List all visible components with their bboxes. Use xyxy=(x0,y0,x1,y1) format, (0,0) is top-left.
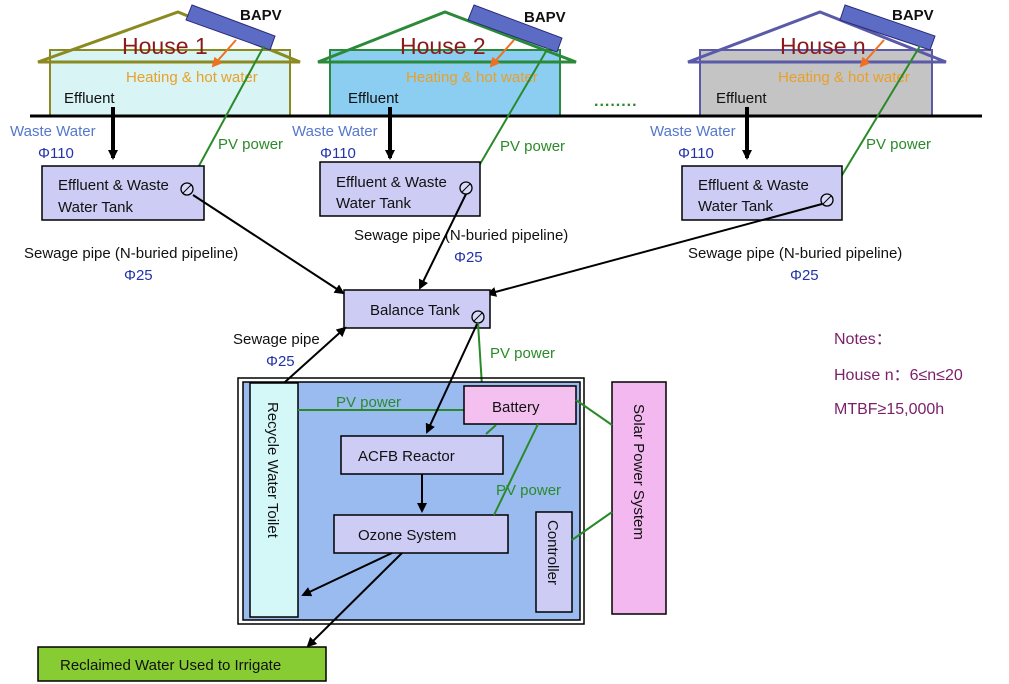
solar-controller-link xyxy=(571,511,613,541)
house-n-pipe-diameter: Φ110 xyxy=(678,145,714,162)
controller-label: Controller xyxy=(544,520,561,585)
recycle-sewage-pipe-label: Sewage pipe xyxy=(233,331,320,348)
house-1-pv-label: PV power xyxy=(218,136,283,153)
battery-ozone-pv-line xyxy=(493,423,539,516)
house-1-pipe-diameter: Φ110 xyxy=(38,145,74,162)
solar-battery-link xyxy=(575,399,613,426)
toilet-pv-label: PV power xyxy=(336,394,401,411)
house-2-pv-label: PV power xyxy=(500,138,565,155)
house-1-tank-line1: Effluent & Waste xyxy=(58,177,169,194)
battery-label: Battery xyxy=(492,399,540,416)
house-1-waste-water-label: Waste Water xyxy=(10,123,96,140)
house-1-tank: Effluent & Waste Water Tank xyxy=(41,165,205,221)
house-1-tank-line2: Water Tank xyxy=(58,199,134,216)
house-2-effluent-label: Effluent xyxy=(348,90,399,107)
house-1-pv-line xyxy=(186,45,265,189)
solar-power-system-label: Solar Power System xyxy=(630,404,647,540)
house-n-bapv-label: BAPV xyxy=(892,7,934,24)
house-1: BAPV House 1 Heating & hot water Effluen… xyxy=(37,4,301,117)
house-n-roof xyxy=(687,10,947,64)
house-1-bapv-label: BAPV xyxy=(240,7,282,24)
sewage-pipe-3-diameter: Φ25 xyxy=(790,267,819,284)
ozone-system-box xyxy=(333,514,509,554)
house-2-heating-label: Heating & hot water xyxy=(406,69,538,86)
recycle-sewage-pipe-diameter: Φ25 xyxy=(266,353,295,370)
house-n-effluent-label: Effluent xyxy=(716,90,767,107)
house-n-pv-label: PV power xyxy=(866,136,931,153)
house-n-heat-arrow xyxy=(859,39,885,68)
house-2-tank-line2: Water Tank xyxy=(336,195,412,212)
ozone-to-irrigation-arrow xyxy=(306,552,403,648)
reclaimed-water-label: Reclaimed Water Used to Irrigate xyxy=(60,657,281,674)
sewage-pipe-3-arrow xyxy=(486,203,823,297)
sewage-pipe-1-arrow xyxy=(192,194,345,295)
house-ellipsis: ........ xyxy=(594,93,638,110)
house-2-waste-water-label: Waste Water xyxy=(292,123,378,140)
house-n-title: House n xyxy=(780,33,866,59)
house-2-roof xyxy=(317,10,577,64)
balance-tank: Balance Tank xyxy=(343,289,491,329)
house-2-tank-line1: Effluent & Waste xyxy=(336,174,447,191)
recycle-water-toilet-box xyxy=(249,382,299,618)
ozone-to-toilet-arrow xyxy=(301,552,393,597)
house-1-title: House 1 xyxy=(122,33,208,59)
house-1-effluent-label: Effluent xyxy=(64,90,115,107)
sewage-pipe-1-label: Sewage pipe (N-buried pipeline) xyxy=(24,245,238,262)
acfb-reactor-label: ACFB Reactor xyxy=(358,448,455,465)
sewage-pipe-2-label: Sewage pipe (N-buried pipeline) xyxy=(354,227,568,244)
house-n: BAPV House n Heating & hot water Effluen… xyxy=(687,4,947,117)
notes-title: Notes： xyxy=(834,331,892,348)
house-1-solar-panel xyxy=(185,4,276,51)
solar-power-system-box xyxy=(611,381,667,615)
house-2-title: House 2 xyxy=(400,33,486,59)
recycle-water-toilet-label: Recycle Water Toilet xyxy=(264,402,281,539)
house-n-tank-line1: Effluent & Waste xyxy=(698,177,809,194)
house-2: BAPV House 2 Heating & hot water Effluen… xyxy=(317,4,577,117)
balance-pv-line xyxy=(477,322,483,387)
balance-tank-label: Balance Tank xyxy=(370,302,460,319)
system-outer-frame xyxy=(237,377,585,625)
notes-house-range: House n：6≤n≤20 xyxy=(834,367,963,384)
recycle-sewage-pipe-arrow xyxy=(284,326,347,383)
balance-to-acfb-arrow xyxy=(425,323,478,434)
house-2-pipe-diameter: Φ110 xyxy=(320,145,356,162)
battery-box xyxy=(463,385,577,425)
house-2-tank: Effluent & Waste Water Tank xyxy=(319,161,481,217)
house-n-waste-water-label: Waste Water xyxy=(650,123,736,140)
house-2-solar-panel xyxy=(467,4,563,53)
sewage-pipe-2-arrow xyxy=(419,193,467,290)
house-1-heating-label: Heating & hot water xyxy=(126,69,258,86)
ozone-pv-label: PV power xyxy=(496,482,561,499)
house-n-solar-panel xyxy=(839,4,936,51)
house-2-bapv-label: BAPV xyxy=(524,9,566,26)
house-n-tank: Effluent & Waste Water Tank xyxy=(681,165,843,221)
sewage-pipe-3-label: Sewage pipe (N-buried pipeline) xyxy=(688,245,902,262)
house-2-heat-arrow xyxy=(489,39,515,68)
house-n-heating-label: Heating & hot water xyxy=(778,69,910,86)
reclaimed-water-box xyxy=(37,646,327,682)
balance-pv-label: PV power xyxy=(490,345,555,362)
sewage-pipe-1-diameter: Φ25 xyxy=(124,267,153,284)
house-1-heat-arrow xyxy=(211,39,237,68)
battery-acfb-pv-line xyxy=(485,424,497,435)
ozone-system-label: Ozone System xyxy=(358,527,456,544)
house-n-tank-line2: Water Tank xyxy=(698,198,774,215)
notes-mtbf: MTBF≥15,000h xyxy=(834,401,944,418)
sewage-pipe-2-diameter: Φ25 xyxy=(454,249,483,266)
controller-box xyxy=(535,511,573,613)
